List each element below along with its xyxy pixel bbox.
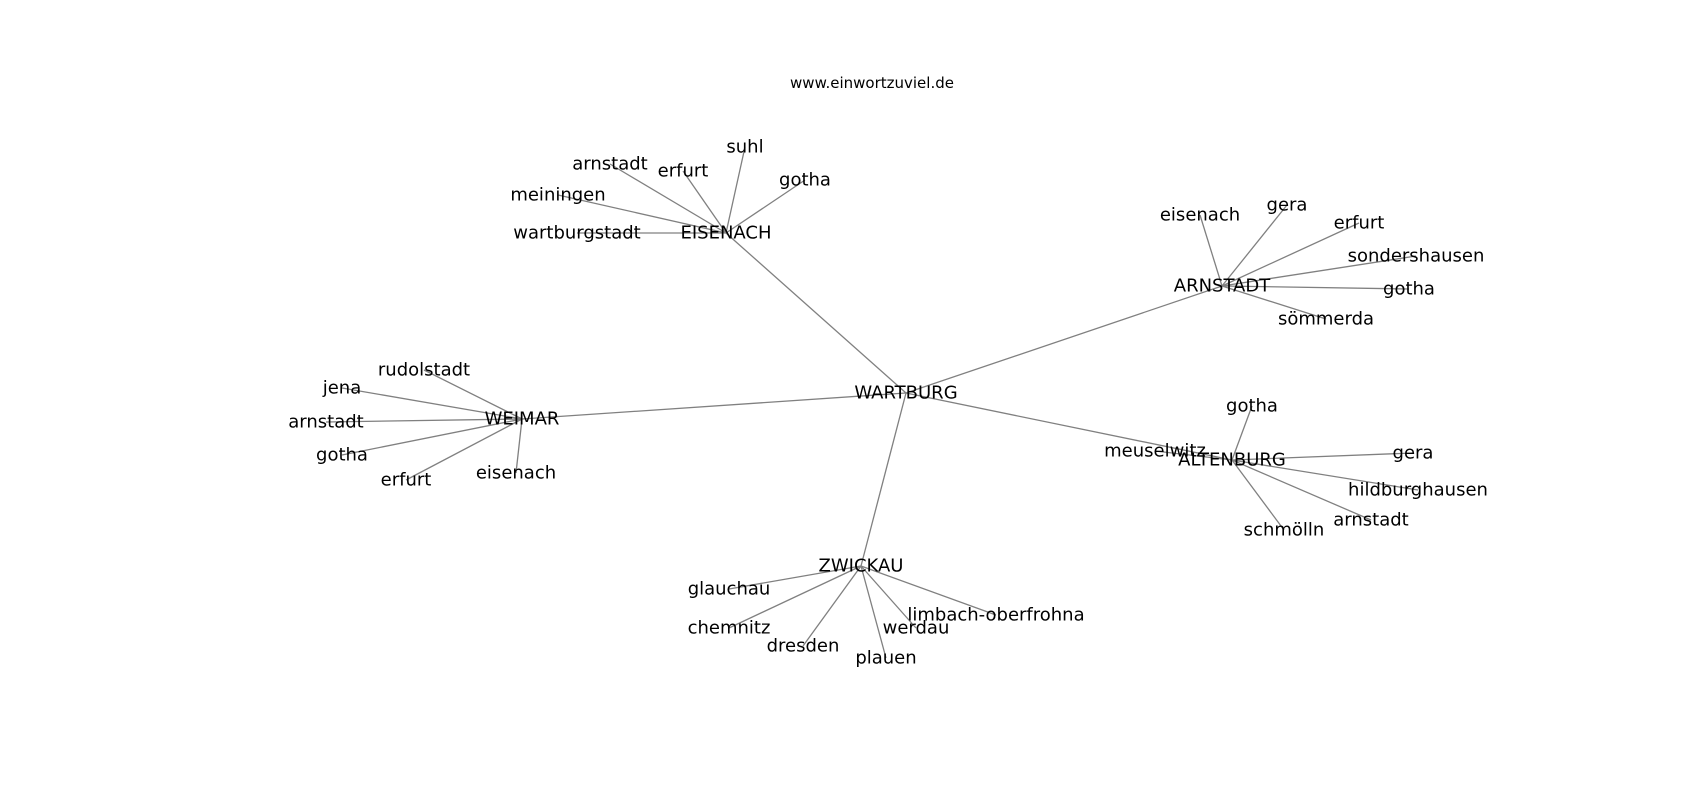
leaf-node-label: gera [1393, 443, 1434, 464]
leaf-node-label: eisenach [476, 463, 556, 484]
edge-arnstadt-4 [1221, 285, 1410, 290]
edge-arnstadt-2 [1221, 222, 1360, 287]
leaf-node-label: gotha [1226, 396, 1278, 417]
leaf-node-label: erfurt [658, 161, 709, 182]
edge-arnstadt-0 [1199, 214, 1223, 287]
edge-root-arnstadt [905, 285, 1223, 394]
hub-node-label-weimar: WEIMAR [485, 409, 560, 430]
leaf-node-label: plauen [855, 648, 916, 669]
leaf-node-label: werdau [883, 618, 950, 639]
edge-weimar-3 [341, 418, 523, 456]
edge-zwickau-4 [860, 565, 917, 629]
leaf-node-label: limbach-oberfrohna [907, 605, 1084, 626]
leaf-node-label: erfurt [381, 470, 432, 491]
leaf-node-label: jena [322, 378, 362, 399]
edge-altenburg-3 [1231, 459, 1419, 491]
edge-zwickau-3 [860, 565, 887, 659]
leaf-node-label: schmölln [1244, 520, 1325, 541]
leaf-node-label: sondershausen [1348, 246, 1485, 267]
edge-zwickau-1 [728, 565, 862, 629]
leaf-node-label: arnstadt [288, 412, 363, 433]
leaf-node-label: rudolstadt [378, 360, 470, 381]
leaf-node-label: gotha [316, 445, 368, 466]
hub-node-label-eisenach: EISENACH [680, 223, 771, 244]
hub-node-label-zwickau: ZWICKAU [819, 556, 904, 577]
edge-zwickau-5 [860, 565, 997, 616]
edge-weimar-5 [515, 418, 523, 474]
edge-root-altenburg [905, 392, 1233, 461]
edge-arnstadt-1 [1221, 204, 1288, 287]
hub-node-label-altenburg: ALTENBURG [1178, 450, 1286, 471]
edge-altenburg-4 [1231, 459, 1372, 521]
edge-weimar-4 [405, 418, 523, 481]
leaf-node-label: arnstadt [572, 154, 647, 175]
edge-eisenach-3 [725, 179, 806, 234]
leaf-node-label: meuselwitz [1104, 441, 1206, 462]
graph-edges [325, 146, 1419, 659]
leaf-node-label: glauchau [688, 579, 771, 600]
edge-arnstadt-5 [1221, 285, 1327, 320]
edge-eisenach-4 [557, 194, 727, 234]
leaf-node-label: arnstadt [1333, 510, 1408, 531]
edge-altenburg-0 [1231, 405, 1253, 461]
leaf-node-label: gotha [779, 170, 831, 191]
leaf-node-label: gotha [1383, 279, 1435, 300]
edge-altenburg-1 [1154, 450, 1233, 461]
leaf-node-label: sömmerda [1278, 309, 1374, 330]
site-url-label: www.einwortzuviel.de [790, 74, 954, 92]
leaf-node-label: wartburgstadt [513, 223, 641, 244]
edge-weimar-1 [341, 387, 523, 420]
leaf-node-label: gera [1267, 195, 1308, 216]
edge-zwickau-2 [802, 565, 862, 647]
leaf-node-label: meiningen [510, 185, 605, 206]
graph-nodes: WARTBURG EISENACH arnstadt erfurt suhl gotha m… [288, 137, 1488, 669]
root-node-label: WARTBURG [854, 383, 957, 404]
edge-altenburg-5 [1231, 459, 1285, 531]
edge-altenburg-2 [1231, 452, 1414, 461]
edge-root-zwickau [860, 392, 907, 567]
leaf-node-label: hildburghausen [1348, 480, 1488, 501]
edge-root-weimar [521, 392, 907, 420]
leaf-node-label: erfurt [1334, 213, 1385, 234]
leaf-node-label: dresden [767, 636, 840, 657]
edge-root-eisenach [725, 232, 907, 394]
edge-eisenach-1 [682, 170, 727, 234]
leaf-node-label: suhl [726, 137, 763, 158]
edge-eisenach-2 [725, 146, 746, 234]
leaf-node-label: chemnitz [688, 618, 771, 639]
hub-node-label-arnstadt: ARNSTADT [1174, 276, 1271, 297]
edge-eisenach-0 [609, 163, 727, 234]
edge-arnstadt-3 [1221, 255, 1417, 287]
leaf-node-label: eisenach [1160, 205, 1240, 226]
edge-zwickau-0 [728, 565, 862, 590]
edge-weimar-0 [423, 369, 523, 420]
edge-weimar-2 [325, 418, 523, 423]
